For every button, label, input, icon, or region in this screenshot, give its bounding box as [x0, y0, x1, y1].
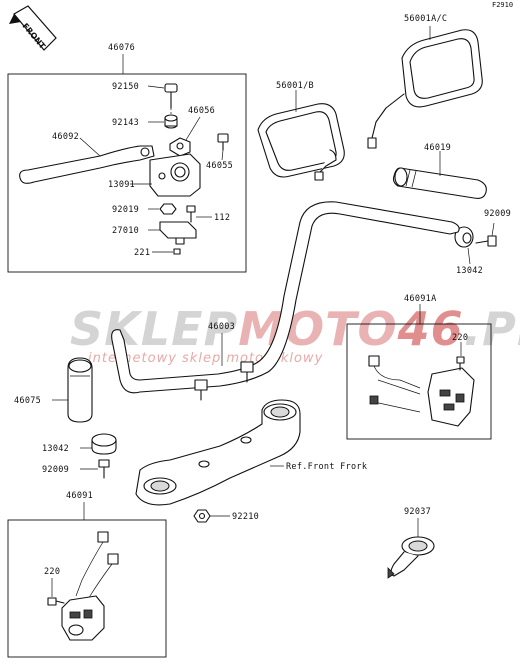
front-arrow-icon	[9, 14, 21, 24]
part-label-220-right: 220	[452, 333, 468, 343]
watermark-brand: SKLEPMOTO46.PL	[70, 302, 520, 356]
watermark-brand-part1: SKLEP	[70, 302, 238, 356]
part-label-ref-front-fork: Ref.Front Frork	[286, 462, 367, 472]
part-label-13042-right: 13042	[456, 266, 483, 276]
part-label-13042-left: 13042	[42, 444, 69, 454]
right-switch-group-box	[346, 323, 492, 440]
right-switch-46091a	[368, 355, 475, 427]
clamp-92037	[387, 536, 435, 579]
switch-46056	[169, 137, 191, 157]
part-label-92009-right: 92009	[484, 209, 511, 219]
part-label-92037: 92037	[404, 507, 431, 517]
watermark-brand-part2: MOTO	[238, 302, 397, 356]
bolt-112	[186, 205, 196, 223]
lever-holder-13091	[149, 153, 201, 197]
part-label-46091: 46091	[66, 491, 93, 501]
part-label-46075: 46075	[14, 396, 41, 406]
part-label-46076: 46076	[108, 43, 135, 53]
figure-code: F2910	[492, 1, 513, 9]
handlebar-46003	[111, 201, 460, 401]
fork-upper-clamp	[135, 399, 301, 506]
screw-92009-right	[475, 235, 497, 247]
screw-221	[173, 248, 181, 255]
part-label-46056: 46056	[188, 106, 215, 116]
part-label-112: 112	[214, 213, 230, 223]
grip-right-46019	[392, 167, 487, 199]
part-label-56001ac: 56001A/C	[404, 14, 447, 24]
part-label-46092: 46092	[52, 132, 79, 142]
screw-220-right	[456, 356, 465, 371]
part-label-46019: 46019	[424, 143, 451, 153]
part-label-46091a: 46091A	[404, 294, 437, 304]
part-label-221: 221	[134, 248, 150, 258]
part-label-46055: 46055	[206, 161, 233, 171]
screw-220-left	[47, 597, 65, 606]
mirror-left-56001b	[257, 103, 345, 181]
part-label-92019: 92019	[112, 205, 139, 215]
watermark-brand-part3: 46	[397, 302, 464, 356]
left-switch-46091	[61, 531, 119, 641]
part-label-92210: 92210	[232, 512, 259, 522]
nut-92019	[159, 203, 177, 215]
clutch-lever-group-box	[7, 73, 247, 273]
collar-92143	[164, 114, 178, 129]
weight-13042-right	[454, 226, 474, 248]
watermark-brand-part4: .PL	[464, 302, 520, 356]
part-label-56001b: 56001/B	[276, 81, 314, 91]
mirror-right-56001ac	[367, 29, 483, 149]
screw-46055	[217, 133, 229, 151]
weight-13042-left	[91, 433, 117, 455]
part-label-27010: 27010	[112, 226, 139, 236]
part-label-46003: 46003	[208, 322, 235, 332]
bolt-92150	[164, 83, 178, 122]
clutch-switch-27010	[159, 221, 197, 245]
grip-left-46075	[67, 357, 93, 423]
clutch-lever-46092	[19, 145, 155, 184]
part-label-92143: 92143	[112, 118, 139, 128]
part-label-220-left: 220	[44, 567, 60, 577]
left-switch-group-box	[7, 519, 167, 658]
front-direction-marker: FRONT	[9, 5, 57, 51]
part-label-13091: 13091	[108, 180, 135, 190]
part-label-92150: 92150	[112, 82, 139, 92]
part-label-92009-left: 92009	[42, 465, 69, 475]
nut-92210	[193, 509, 211, 523]
screw-92009-left	[98, 459, 110, 479]
